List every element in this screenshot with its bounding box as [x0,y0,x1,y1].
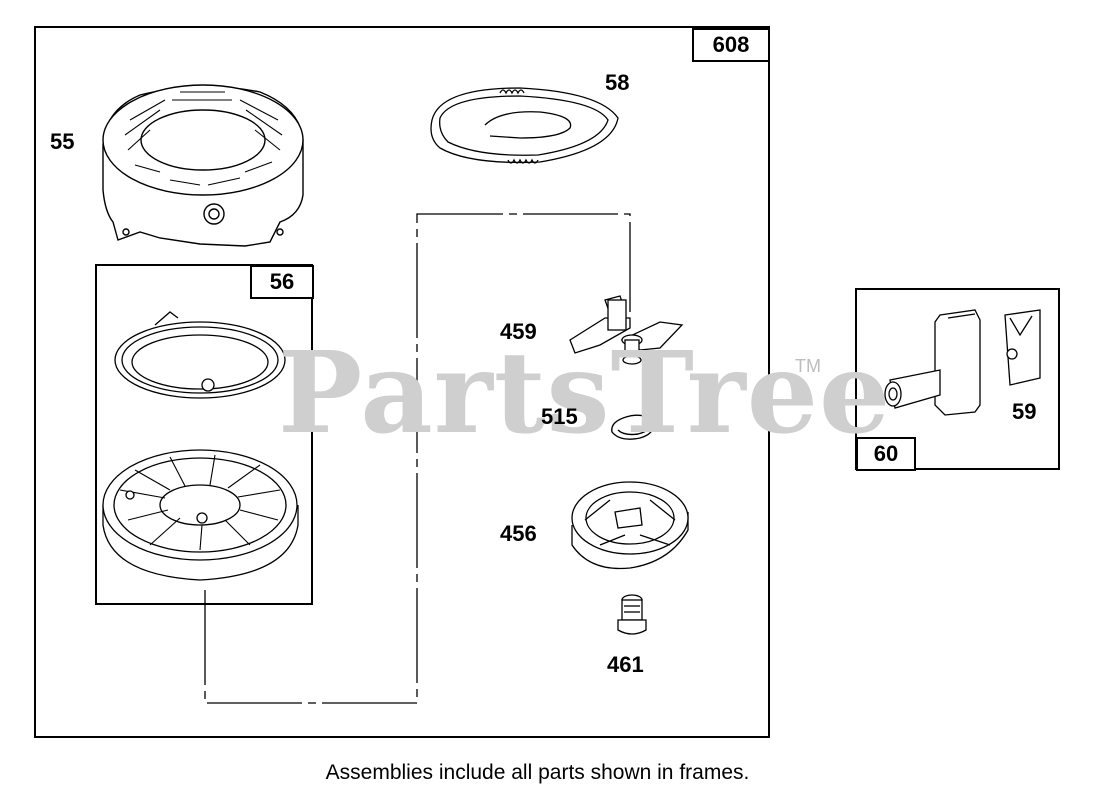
handle-part [884,309,1041,416]
retainer-ring-part [611,414,654,440]
callout-58[interactable]: 58 [605,70,630,95]
starter-housing-part [102,84,304,247]
callout-59[interactable]: 59 [1012,399,1037,424]
pulley-part [102,449,299,581]
rewind-spring-part [114,311,286,399]
footnote: Assemblies include all parts shown in fr… [325,761,750,784]
watermark: PartsTree [278,328,892,459]
frame-label-608: 608 [692,28,770,62]
frame-label-56: 56 [250,265,314,299]
callout-456[interactable]: 456 [500,521,537,546]
frame-label-60: 60 [856,437,916,471]
starter-rope-part [430,87,619,164]
frame-56-border [95,264,313,605]
starter-cup-part [571,481,689,570]
leader-lines [204,213,631,704]
callout-515[interactable]: 515 [541,404,578,429]
screw-part [617,594,647,635]
frame-60-border [855,288,1060,470]
callout-461[interactable]: 461 [607,652,644,677]
frame-608-border [34,26,770,738]
pawl-part [569,295,684,365]
callout-459[interactable]: 459 [500,319,537,344]
callout-55[interactable]: 55 [50,129,75,154]
trademark-symbol: TM [795,356,821,376]
